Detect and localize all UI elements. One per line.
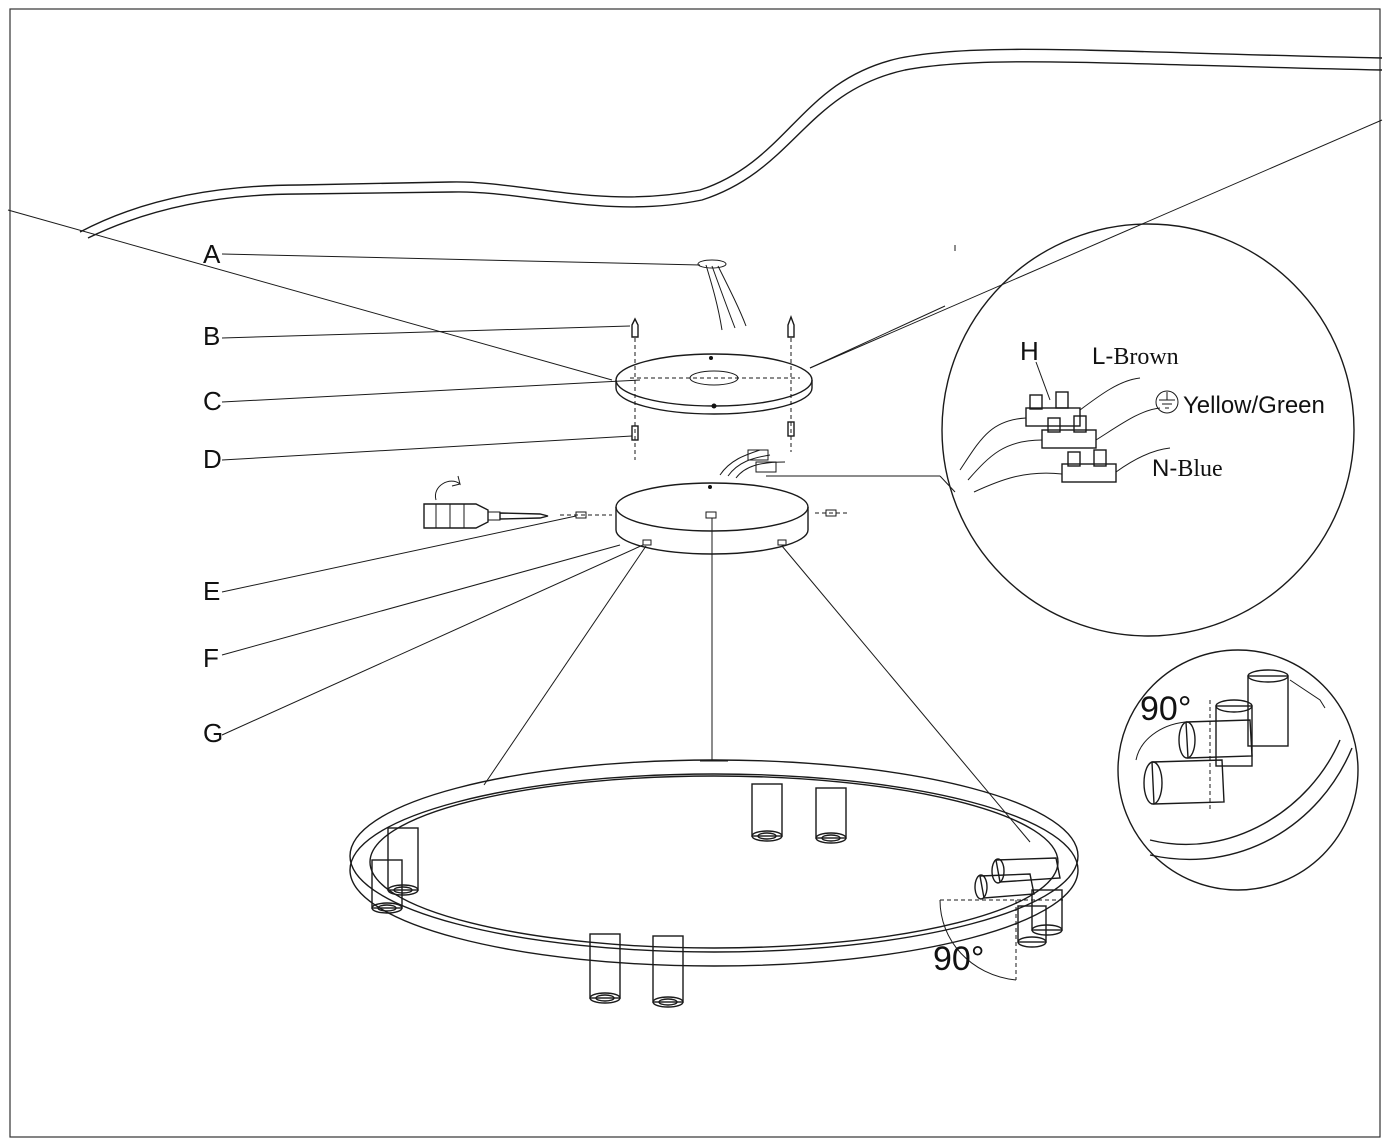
spotlight <box>751 783 783 842</box>
label-f: F <box>203 643 219 673</box>
part-labels: A B C D E F G H <box>203 239 1039 748</box>
spotlight <box>387 827 419 896</box>
canopy-terminal-wires <box>719 449 786 479</box>
ring-angle-label: 90° <box>933 940 984 978</box>
page-frame <box>9 8 1381 1138</box>
terminal-blocks <box>1025 391 1117 483</box>
label-g: G <box>203 718 223 748</box>
spotlight <box>589 933 621 1004</box>
live-wire-label: L-Brown <box>1092 343 1179 370</box>
earth-wire-label: Yellow/Green <box>1183 392 1325 419</box>
label-a: A <box>203 239 221 269</box>
wires <box>959 377 1171 493</box>
label-d: D <box>203 444 222 474</box>
wall-anchors <box>631 315 795 460</box>
spotlights <box>371 783 847 1008</box>
wiring-detail <box>766 223 1355 637</box>
neutral-color: Blue <box>1177 456 1222 482</box>
rotation-detail <box>1117 649 1359 891</box>
mounting-plate <box>615 353 813 415</box>
ceiling-outline <box>7 48 1383 381</box>
light-ring <box>349 759 1079 967</box>
ceiling-supply-wires <box>697 259 747 331</box>
suspension-cables <box>483 518 1031 843</box>
spotlight <box>652 935 684 1008</box>
spotlight <box>371 859 403 914</box>
label-h: H <box>1020 336 1039 366</box>
side-screws <box>560 509 850 519</box>
rotated-spotlights <box>939 857 1066 981</box>
leader-lines <box>221 253 701 736</box>
screwdriver-icon <box>423 475 549 529</box>
neutral-prefix: N- <box>1152 455 1177 482</box>
neutral-wire-label: N-Blue <box>1152 455 1223 482</box>
ground-icon <box>1155 390 1179 414</box>
spotlight <box>815 787 847 844</box>
label-e: E <box>203 576 220 606</box>
live-prefix: L- <box>1092 343 1113 370</box>
label-b: B <box>203 321 220 351</box>
wiring-labels: L-Brown Yellow/Green N-Blue <box>1092 343 1325 482</box>
mounting-screws <box>631 421 795 441</box>
label-c: C <box>203 386 222 416</box>
detail-angle-label: 90° <box>1140 690 1191 728</box>
live-color: Brown <box>1113 344 1178 370</box>
